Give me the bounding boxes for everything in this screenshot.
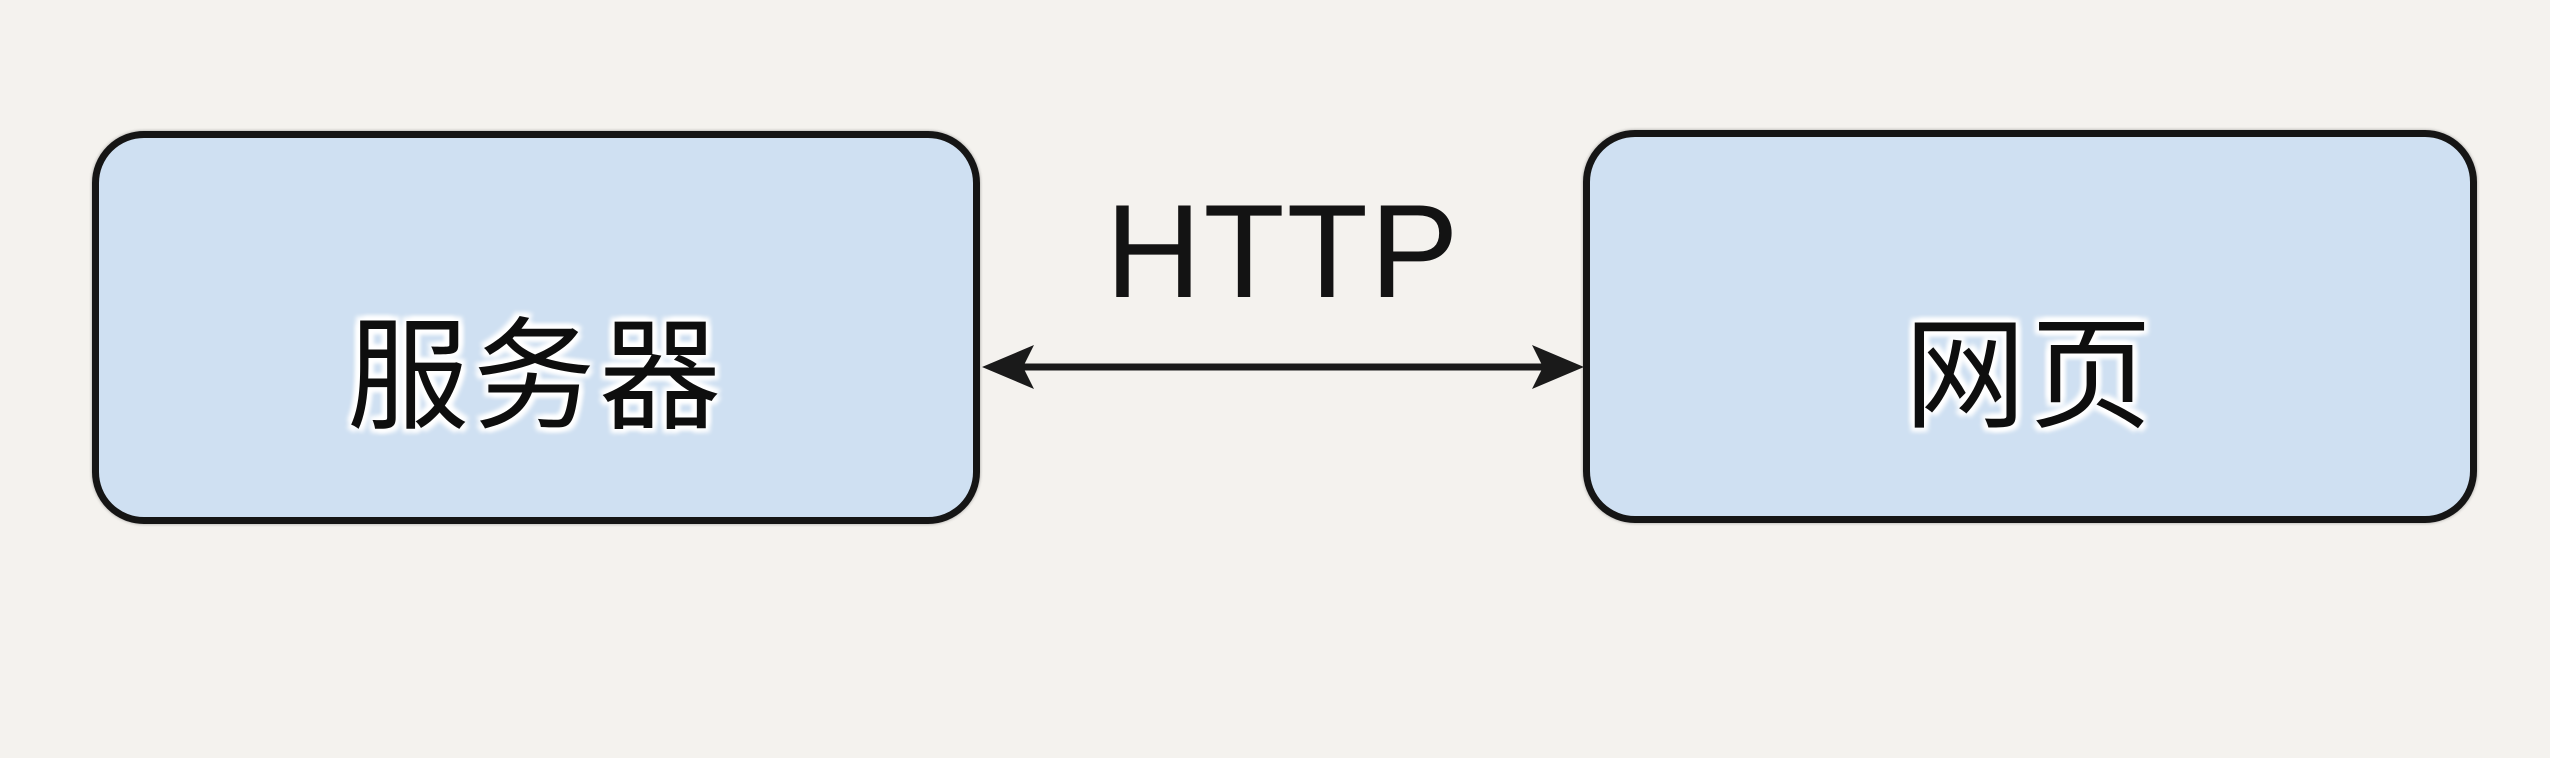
bidirectional-arrow (982, 345, 1584, 389)
arrow-head-right-icon (1532, 345, 1584, 389)
http-edge-label: HTTP (1105, 178, 1461, 326)
node-webpage: 网页 (1583, 130, 2477, 523)
arrow-head-left-icon (982, 345, 1034, 389)
node-server-label: 服务器 (347, 309, 725, 445)
node-server: 服务器 (92, 131, 980, 524)
node-webpage-label: 网页 (1904, 308, 2156, 444)
